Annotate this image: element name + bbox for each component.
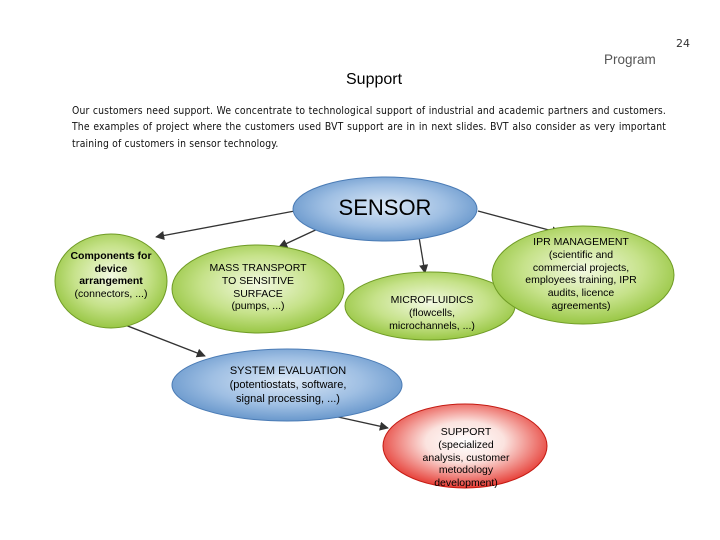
diagram-arrows	[106, 209, 561, 431]
ipr-text: IPR MANAGEMENT (scientific and commercia…	[522, 236, 640, 313]
sensor-label: SENSOR	[338, 195, 432, 220]
arrow-sensor-to-mass-transport	[278, 226, 323, 248]
components-text: Components for device arrangement (conne…	[70, 250, 152, 300]
system-evaluation-title: SYSTEM EVALUATION	[229, 365, 347, 377]
system-evaluation-text: SYSTEM EVALUATION (potentiostats, softwa…	[218, 364, 358, 406]
ipr-title: IPR MANAGEMENT	[533, 236, 629, 248]
page-title: Support	[346, 71, 403, 88]
system-evaluation-node	[171, 348, 403, 422]
ipr-detail: (scientific and commercial projects, emp…	[525, 248, 637, 312]
microfluidics-title: MICROFLUIDICS	[390, 294, 474, 306]
system-evaluation-detail: (potentiostats, software, signal process…	[229, 379, 347, 405]
components-detail: (connectors, ...)	[74, 287, 148, 300]
support-text: SUPPORT (specialized analysis, customer …	[419, 426, 513, 490]
arrow-sensor-to-ipr	[477, 210, 561, 236]
mass-transport-title: MASS TRANSPORT TO SENSITIVE SURFACE	[209, 262, 307, 300]
components-title: Components for device arrangement	[70, 250, 152, 287]
support-title: SUPPORT	[440, 426, 492, 438]
arrow-sensor-to-microfluidics	[418, 236, 429, 274]
microfluidics-detail: (flowcells, microchannels, ...)	[389, 306, 475, 332]
mass-transport-node	[171, 244, 345, 334]
support-node	[382, 403, 548, 489]
mass-transport-detail: (pumps, ...)	[231, 300, 285, 313]
sensor-node	[292, 176, 478, 242]
program-label: Program	[604, 52, 656, 67]
ipr-node	[491, 225, 675, 325]
arrow-sensor-to-components	[155, 209, 301, 240]
support-detail: (specialized analysis, customer metodolo…	[422, 438, 510, 490]
mass-transport-text: MASS TRANSPORT TO SENSITIVE SURFACE (pum…	[202, 262, 314, 313]
slide-number: 24	[676, 37, 690, 50]
microfluidics-text: MICROFLUIDICS (flowcells, microchannels,…	[378, 294, 486, 332]
components-node	[54, 233, 168, 329]
intro-paragraph: Our customers need support. We concentra…	[72, 105, 666, 150]
